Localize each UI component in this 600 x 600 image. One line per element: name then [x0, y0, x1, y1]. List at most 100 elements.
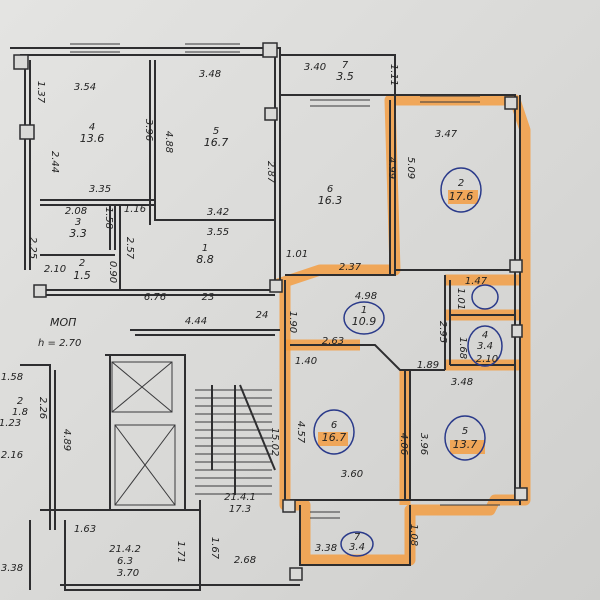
room-area: 16.3 — [318, 194, 343, 207]
room-number: 7 — [342, 60, 349, 71]
dimension-label: 2.68 — [234, 555, 256, 566]
room-number: 6 — [327, 184, 333, 195]
dimension-label: 3.54 — [74, 82, 96, 93]
room-area: 1.5 — [73, 269, 91, 282]
columns — [13, 42, 528, 581]
dimension-label: 2.44 — [49, 151, 60, 173]
dimension-label: 1.08 — [408, 524, 419, 546]
room-number: 21.4.1 — [224, 492, 256, 503]
room-area: 6.3 — [117, 556, 133, 567]
pen-circles — [313, 167, 503, 557]
stair-rail — [211, 384, 276, 495]
dimension-label: 3.60 — [341, 469, 363, 480]
common-area-label: МОП — [50, 316, 76, 329]
dimension-label: 5.09 — [405, 157, 416, 179]
room-area: 16.7 — [322, 431, 347, 444]
dimension-label: 2.16 — [1, 450, 23, 461]
dimension-label: 1.90 — [287, 311, 298, 333]
dimension-label: 2.95 — [437, 321, 448, 343]
dimension-label: 1.89 — [417, 360, 439, 371]
dimension-label: 3.96 — [143, 119, 154, 141]
dimension-label: 3.70 — [117, 568, 139, 579]
dimension-label: 1.40 — [295, 356, 317, 367]
elevator-shafts — [111, 361, 176, 506]
dimension-label: 3.42 — [207, 207, 229, 218]
dimension-label: 15.02 — [269, 428, 280, 457]
dimension-label: 23 — [202, 292, 215, 303]
dimension-label: 1.01 — [455, 288, 466, 310]
room-area: 16.7 — [204, 136, 229, 149]
ceiling-height: h = 2.70 — [38, 338, 81, 349]
room-number: 5 — [213, 126, 219, 137]
dimension-label: 1.67 — [209, 537, 220, 560]
room-number: 2 — [79, 258, 85, 269]
dimension-label: 3.47 — [435, 129, 458, 140]
room-number: 4 — [482, 330, 488, 341]
dimension-label: 0.90 — [107, 261, 118, 283]
dimension-label: 2.87 — [265, 161, 276, 184]
room-number: 5 — [462, 426, 468, 437]
dimension-label: 1.63 — [74, 524, 96, 535]
dimension-label: 2.26 — [37, 397, 48, 419]
dimension-label: 2.08 — [65, 206, 87, 217]
dimension-label: 2.10 — [44, 264, 66, 275]
room-labels: 413.6 516.7 33.3 18.8 21.5 73.5 616.3 21… — [12, 60, 493, 567]
dimension-label: 6.76 — [144, 292, 166, 303]
dimension-label: 3.96 — [418, 433, 429, 455]
dimension-label: 1.47 — [465, 276, 488, 287]
room-area: 3.5 — [336, 70, 354, 83]
room-number: 7 — [354, 532, 361, 543]
dimension-label: 4.99 — [386, 157, 397, 179]
dimension-label: 1.58 — [1, 372, 23, 383]
dimension-label: 1.71 — [175, 541, 186, 563]
dimension-label: 3.38 — [1, 563, 23, 574]
windows — [70, 43, 500, 519]
room-area: 3.4 — [349, 542, 365, 553]
dimension-label: 4.57 — [295, 421, 306, 444]
dimension-label: 4.89 — [61, 429, 72, 451]
room-number: 4 — [89, 122, 95, 133]
dimension-label: 1.16 — [124, 204, 146, 215]
room-area: 13.7 — [453, 438, 478, 451]
dimension-label: 3.55 — [207, 227, 229, 238]
dimension-label: 1.58 — [103, 207, 114, 229]
dimension-label: 3.48 — [199, 69, 221, 80]
room-number: 21.4.2 — [109, 544, 141, 555]
dimension-label: 4.06 — [398, 433, 409, 455]
room-area: 8.8 — [196, 253, 214, 266]
dimension-label: 2.37 — [339, 262, 362, 273]
dimension-label: 3.35 — [89, 184, 111, 195]
room-number: 6 — [331, 420, 337, 431]
room-number: 3 — [75, 217, 81, 228]
dimension-label: 24 — [256, 310, 269, 321]
room-number: 2 — [458, 178, 464, 189]
room-area: 13.6 — [80, 132, 105, 145]
dimension-label: 2.25 — [27, 237, 38, 259]
dimension-label: 4.98 — [355, 291, 377, 302]
dimension-label: 4.44 — [185, 316, 207, 327]
room-area: 3.4 — [477, 341, 493, 352]
room-area: 17.6 — [449, 190, 474, 203]
room-number: 1 — [202, 243, 208, 254]
dimension-label: 2.63 — [322, 336, 344, 347]
room-area: 1.8 — [12, 407, 28, 418]
dimension-label: 1.01 — [286, 249, 308, 260]
dimension-label: 3.38 — [315, 543, 337, 554]
dimension-label: 3.48 — [451, 377, 473, 388]
staircase — [195, 384, 276, 495]
dimension-label: 1.11 — [388, 64, 399, 86]
room-area: 10.9 — [352, 315, 377, 328]
dimension-label: 1.37 — [35, 81, 46, 104]
room-area: 3.3 — [69, 227, 87, 240]
dimension-label: 3.40 — [304, 62, 326, 73]
dimension-label: 4.88 — [163, 131, 174, 153]
dimension-label: 1.23 — [0, 418, 21, 429]
room-number: 1 — [361, 305, 367, 316]
dimension-label: 2.10 — [476, 354, 498, 365]
dimension-label: 2.57 — [124, 237, 135, 260]
room-number: 2 — [17, 396, 23, 407]
dimension-label: 1.68 — [457, 337, 468, 359]
walls — [10, 47, 521, 591]
